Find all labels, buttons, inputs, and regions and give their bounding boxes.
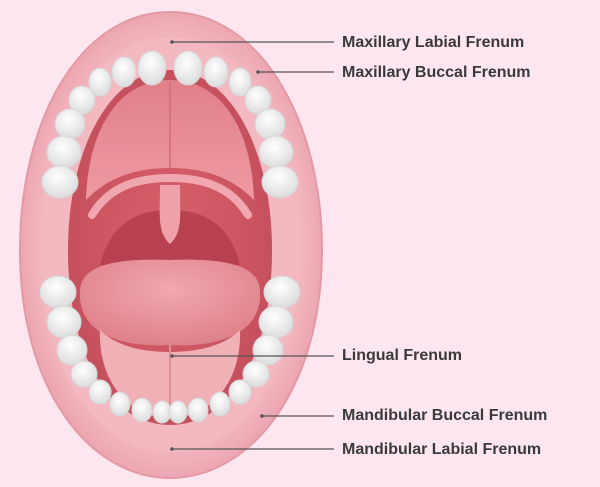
tooth [259, 136, 293, 168]
tooth [112, 57, 136, 87]
tooth [174, 51, 202, 85]
tooth [188, 398, 208, 422]
mandibular-labial-point [170, 447, 174, 451]
tooth [255, 109, 285, 139]
tooth [47, 136, 81, 168]
tooth [169, 401, 187, 423]
mandibular-buccal-frenum-label: Mandibular Buccal Frenum [342, 406, 547, 426]
tooth [40, 276, 76, 308]
maxillary-labial-point [170, 40, 174, 44]
tooth [89, 380, 111, 404]
mandibular-labial-frenum-label: Mandibular Labial Frenum [342, 440, 541, 460]
maxillary-buccal-frenum-label: Maxillary Buccal Frenum [342, 63, 531, 83]
tooth [204, 57, 228, 87]
mandibular-buccal-point [260, 414, 264, 418]
tooth [253, 335, 283, 365]
tooth [262, 166, 298, 198]
maxillary-buccal-point [256, 70, 260, 74]
tooth [132, 398, 152, 422]
tooth [110, 392, 130, 416]
tooth [259, 306, 293, 338]
tooth [210, 392, 230, 416]
lingual-frenum-label: Lingual Frenum [342, 346, 462, 366]
lingual-point [170, 354, 174, 358]
tooth [264, 276, 300, 308]
tooth [55, 109, 85, 139]
tooth [47, 306, 81, 338]
tongue [80, 260, 260, 346]
tooth [229, 380, 251, 404]
tooth [57, 335, 87, 365]
tooth [138, 51, 166, 85]
tooth [42, 166, 78, 198]
maxillary-labial-frenum-label: Maxillary Labial Frenum [342, 33, 524, 53]
tooth [153, 401, 171, 423]
